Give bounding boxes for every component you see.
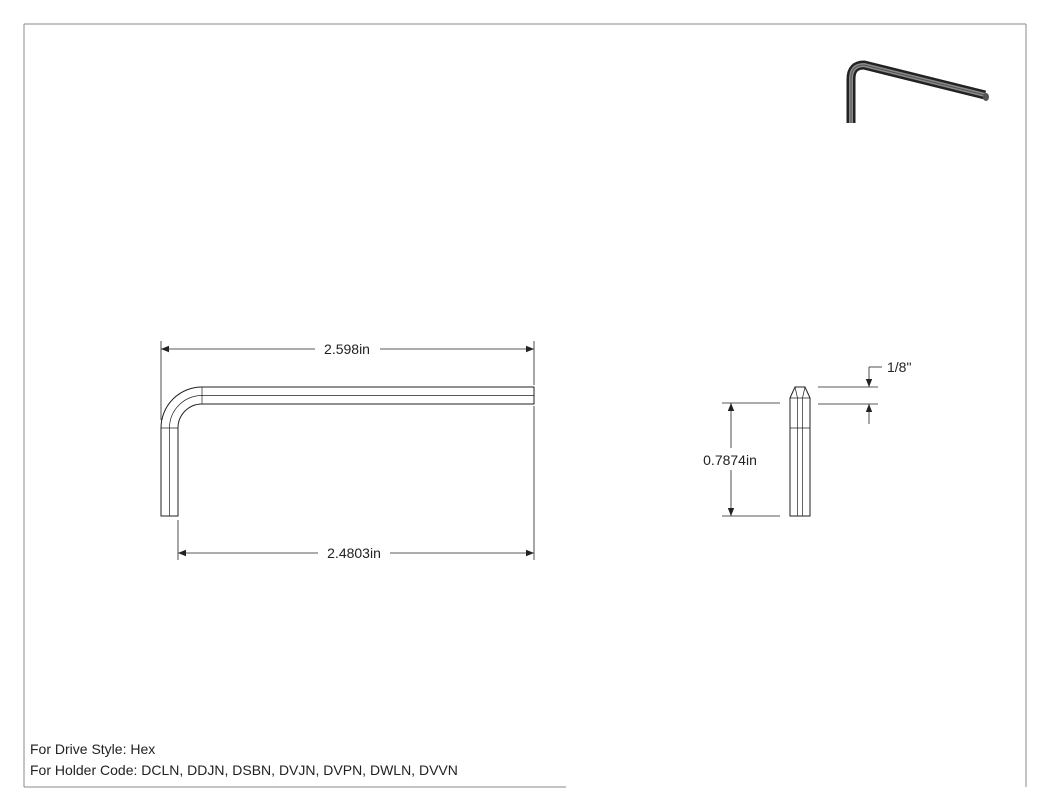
dim-label-short-leg: 2.4803in — [327, 545, 381, 561]
dim-label-overall-length: 2.598in — [324, 341, 370, 357]
dim-label-hex-size: 1/8" — [887, 359, 911, 375]
note-holder-code: For Holder Code: DCLN, DDJN, DSBN, DVJN,… — [30, 762, 458, 778]
hex-key-side-view — [160, 386, 535, 517]
dimension-overall-length: 2.598in — [160, 341, 535, 420]
note-drive-style: For Drive Style: Hex — [30, 741, 156, 757]
dim-label-long-leg: 0.7874in — [703, 452, 757, 468]
hex-key-end-view — [789, 386, 811, 517]
dimension-long-leg: 0.7874in — [703, 402, 780, 517]
sheet-border — [23, 23, 1027, 788]
dimension-hex-size: 1/8" — [818, 359, 911, 424]
dimension-short-leg: 2.4803in — [177, 406, 535, 561]
isometric-view — [846, 60, 989, 123]
